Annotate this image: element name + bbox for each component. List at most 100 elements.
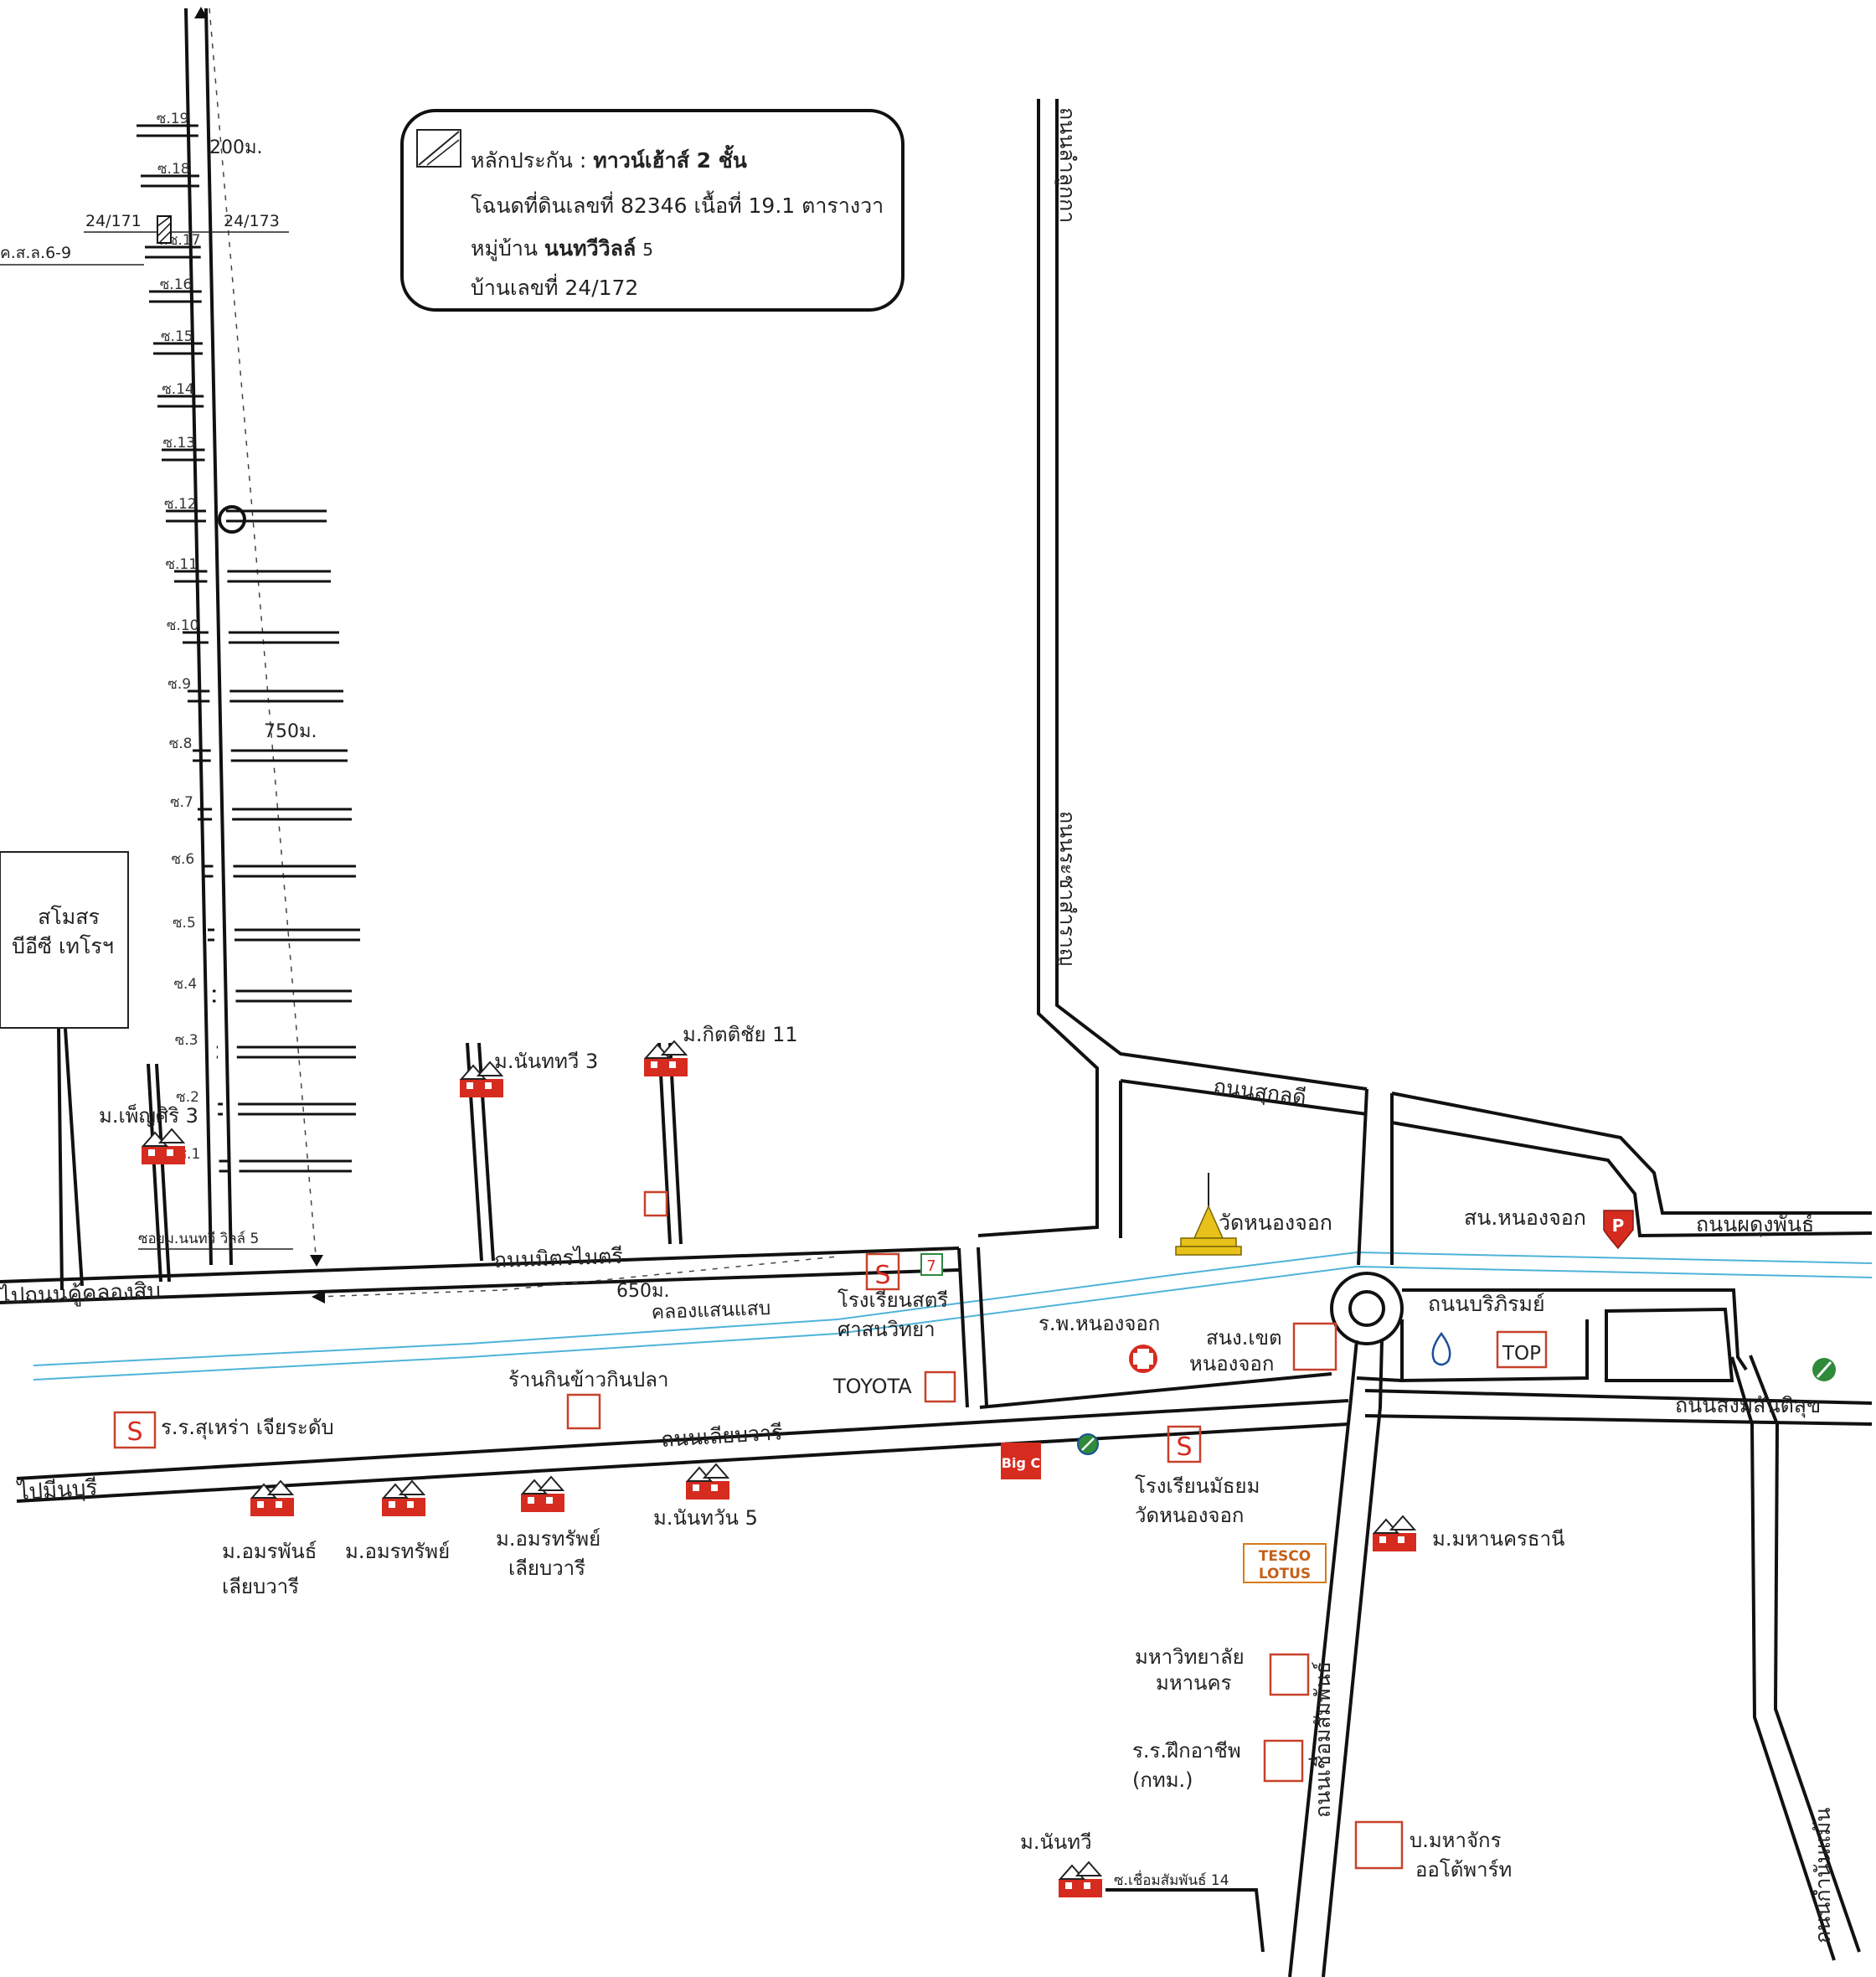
svg-text:ถนนบริภิรมย์: ถนนบริภิรมย์: [1428, 1292, 1545, 1316]
soi-label: ซ.16: [160, 276, 193, 293]
svg-text:ศาสนวิทยา: ศาสนวิทยา: [838, 1318, 935, 1341]
svg-text:TOYOTA: TOYOTA: [832, 1375, 912, 1398]
svg-text:หนองจอก: หนองจอก: [1189, 1352, 1274, 1376]
soi-label: ซ.9: [168, 676, 191, 693]
svg-text:ร.พ.หนองจอก: ร.พ.หนองจอก: [1038, 1312, 1160, 1335]
svg-text:มหาวิทยาลัย: มหาวิทยาลัย: [1135, 1645, 1245, 1669]
soi-label: ซ.14: [162, 381, 194, 398]
road-labels: ถนนลำลูกกา ถนนระชาสำราญ ถนนสุกลดี ถนนมิต…: [0, 107, 1835, 1953]
svg-text:สโมสร: สโมสร: [38, 905, 100, 929]
svg-text:มหานคร: มหานคร: [1156, 1671, 1232, 1695]
svg-text:เลียบวารี: เลียบวารี: [222, 1575, 299, 1598]
svg-text:ไปถนนคู้คลองสิบ: ไปถนนคู้คลองสิบ: [0, 1278, 161, 1309]
svg-text:โรงเรียนมัธยม: โรงเรียนมัธยม: [1135, 1474, 1260, 1498]
svg-text:650ม.: 650ม.: [616, 1281, 670, 1302]
svg-text:บ้านเลขที่ 24/172: บ้านเลขที่ 24/172: [471, 273, 638, 300]
svg-text:24/171: 24/171: [85, 212, 142, 230]
svg-text:ม.กิตติชัย 11: ม.กิตติชัย 11: [683, 1023, 798, 1046]
svg-text:หมู่บ้าน นนทวีวิลล์ 5: หมู่บ้าน นนทวีวิลล์ 5: [471, 236, 653, 261]
svg-text:บ.มหาจักร: บ.มหาจักร: [1410, 1829, 1502, 1852]
plot-labels: 24/171 24/173 ค.ส.ล.6-9 200ม. 750ม. 650ม…: [0, 137, 670, 1302]
svg-text:วัดหนองจอก: วัดหนองจอก: [1219, 1210, 1332, 1235]
soi-label: ซ.5: [173, 915, 196, 932]
village-icon: [685, 1463, 730, 1500]
svg-text:ค.ส.ล.6-9: ค.ส.ล.6-9: [0, 244, 71, 262]
canal: คลองแสนแสบ: [33, 1251, 1873, 1381]
svg-text:LOTUS: LOTUS: [1259, 1566, 1311, 1582]
club: สโมสร บีอีซี เทโรฯ: [0, 851, 683, 1291]
svg-text:เลียบวารี: เลียบวารี: [508, 1556, 585, 1580]
soi-network: [184, 7, 838, 1303]
svg-text:ถนนสงมสันติสุข: ถนนสงมสันติสุข: [1675, 1393, 1821, 1418]
svg-text:โฉนดที่ดินเลขที่ 82346 เนื้อที: โฉนดที่ดินเลขที่ 82346 เนื้อที่ 19.1 ตาร…: [471, 190, 884, 218]
soi-label: ซ.18: [157, 161, 190, 178]
svg-text:ม.อมรพันธ์: ม.อมรพันธ์: [222, 1540, 317, 1563]
svg-text:(กทม.): (กทม.): [1132, 1768, 1193, 1792]
soi-label: ซ.19: [157, 111, 189, 127]
seven-eleven-icon: [920, 1253, 943, 1276]
village-icon: [643, 1040, 688, 1076]
tesco-lotus-icon: TESCO LOTUS: [1243, 1543, 1327, 1583]
svg-text:สน.หนองจอก: สน.หนองจอก: [1464, 1205, 1586, 1230]
svg-text:วัดหนองจอก: วัดหนองจอก: [1135, 1504, 1244, 1527]
soi-label: ซ.11: [165, 556, 198, 573]
svg-text:ถนนลำลูกกา: ถนนลำลูกกา: [1054, 107, 1080, 223]
svg-text:บีอีซี เทโรฯ: บีอีซี เทโรฯ: [12, 934, 114, 958]
soi-side-roads: ซ.19ซ.18มซ.17ซ.16ซ.15ซ.14ซ.13ซ.12ซ.11ซ.1…: [137, 111, 360, 1173]
soi-label: ซ.8: [169, 736, 193, 752]
svg-text:ถนนมิตรไมตรี: ถนนมิตรไมตรี: [493, 1244, 623, 1272]
svg-text:ถนนเชื่อมสัมพันธ์: ถนนเชื่อมสัมพันธ์: [1308, 1661, 1335, 1818]
ptt-icon: [1431, 1331, 1451, 1366]
svg-text:S: S: [1176, 1432, 1192, 1462]
svg-text:200ม.: 200ม.: [209, 137, 263, 158]
svg-text:24/173: 24/173: [224, 212, 280, 230]
village-icon: [250, 1479, 295, 1516]
svg-text:ม.นันททวี 3: ม.นันททวี 3: [494, 1050, 598, 1073]
svg-text:P: P: [1612, 1216, 1625, 1236]
village-icons: [141, 1040, 1417, 1897]
svg-text:ม.อมรทรัพย์: ม.อมรทรัพย์: [496, 1527, 600, 1551]
svg-text:ม.นันทวัน 5: ม.นันทวัน 5: [653, 1506, 758, 1530]
svg-text:Big C: Big C: [1002, 1455, 1040, 1471]
svg-text:ออโต้พาร์ท: ออโต้พาร์ท: [1415, 1858, 1512, 1882]
svg-text:S: S: [874, 1261, 890, 1290]
svg-text:ซอยม.นนทวี วิลล์ 5: ซอยม.นนทวี วิลล์ 5: [138, 1231, 259, 1247]
soi-label: ซ.6: [171, 851, 194, 868]
svg-text:ไปมีนบุรี: ไปมีนบุรี: [16, 1474, 99, 1505]
svg-text:750ม.: 750ม.: [264, 721, 317, 742]
wat-icon: [1175, 1173, 1242, 1256]
svg-text:ม.เพ็ญศิริ 3: ม.เพ็ญศิริ 3: [99, 1103, 198, 1128]
svg-text:ม.นันทวี: ม.นันทวี: [1020, 1830, 1092, 1854]
svg-text:หลักประกัน : ทาวน์เฮ้าส์ 2 ชั: หลักประกัน : ทาวน์เฮ้าส์ 2 ชั้น: [471, 144, 747, 173]
svg-text:ถนนระชาสำราญ: ถนนระชาสำราญ: [1055, 811, 1080, 966]
bigc-icon: Big C: [1001, 1443, 1041, 1479]
hospital-icon: [1129, 1345, 1157, 1373]
bank-icon: [1812, 1358, 1836, 1381]
soi-label: ซ.10: [167, 617, 199, 634]
svg-text:ถนนเลียบวารี: ถนนเลียบวารี: [661, 1420, 784, 1452]
village-icon: [459, 1061, 504, 1097]
village-icon: [1372, 1515, 1417, 1551]
village-icon: [141, 1128, 186, 1164]
svg-text:S: S: [126, 1417, 142, 1447]
svg-text:7: 7: [926, 1257, 935, 1275]
police-station-icon: P: [1603, 1210, 1634, 1250]
svg-text:ถนนกำนันแม้น: ถนนกำนันแม้น: [1811, 1808, 1835, 1943]
svg-text:ร.ร.ฝึกอาชีพ: ร.ร.ฝึกอาชีพ: [1132, 1739, 1241, 1763]
village-icon: [1058, 1861, 1103, 1897]
soi-label: ซ.7: [170, 794, 193, 811]
kbank-icon: [1077, 1433, 1099, 1455]
school-icon: [865, 1252, 900, 1291]
legend: หลักประกัน : ทาวน์เฮ้าส์ 2 ชั้น โฉนดที่ด…: [400, 109, 904, 312]
village-icon: [520, 1475, 565, 1512]
canal-label: คลองแสนแสบ: [651, 1298, 770, 1324]
soi-label: ซ.2: [176, 1089, 199, 1106]
place-labels: ม.เพ็ญศิริ 3 ม.นันททวี 3 ม.กิตติชัย 11 ว…: [99, 1023, 1836, 1882]
soi-label: ซ.4: [173, 976, 197, 993]
soi-label: ซ.15: [161, 328, 193, 345]
soi-label: ซ.13: [163, 435, 196, 452]
roads: [0, 99, 1873, 1977]
svg-text:ม.อมรทรัพย์: ม.อมรทรัพย์: [345, 1540, 450, 1563]
village-icon: [381, 1479, 426, 1516]
